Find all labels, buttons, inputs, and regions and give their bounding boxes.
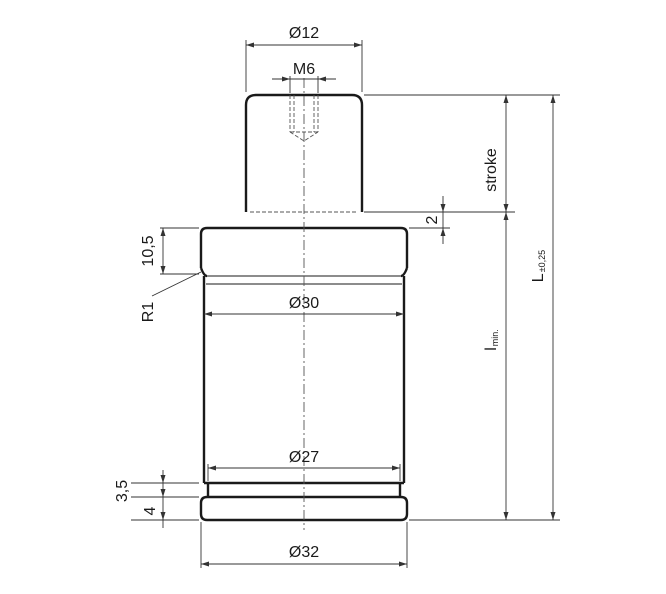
l-arrow-bottom (550, 512, 556, 520)
l-label: L±0,25 (530, 250, 547, 282)
d30-label: Ø30 (289, 295, 319, 312)
d12-arrow-right (354, 42, 362, 48)
cylinder-body (202, 276, 406, 483)
m6-arrow-left (282, 76, 290, 82)
h35-arrow-top (160, 475, 166, 483)
r1-label: R1 (140, 302, 157, 323)
h105-label: 10,5 (140, 235, 157, 266)
m6-label: M6 (293, 61, 315, 78)
h4-label: 4 (142, 506, 159, 515)
r1-groove (199, 267, 409, 278)
h35-label: 3,5 (114, 480, 131, 502)
two-label: 2 (424, 215, 441, 224)
base-flange (199, 495, 409, 522)
d32-label: Ø32 (289, 544, 319, 561)
lower-groove (206, 483, 402, 497)
l-label-main: L (530, 273, 547, 282)
piston-rod (244, 93, 364, 212)
d27-arrow-left (208, 465, 216, 471)
lmin-label: lmin. (483, 329, 500, 351)
h105-arrow-bottom (160, 266, 166, 274)
lmin-label-sub: min. (490, 329, 500, 346)
lmin-arrow-bottom (503, 512, 509, 520)
two-arrow-bottom (440, 228, 446, 236)
lmin-arrow-top (503, 212, 509, 220)
two-arrow-top (440, 204, 446, 212)
d27-label: Ø27 (289, 449, 319, 466)
d30-arrow-right (396, 311, 404, 317)
r1-leader (151, 271, 202, 297)
m6-arrow-right (318, 76, 326, 82)
stroke-label: stroke (483, 148, 500, 192)
h4-arrow-bottom (160, 512, 166, 520)
h35-arrow-mid (160, 489, 166, 497)
lmin-label-main: l (483, 347, 500, 351)
d12-label: Ø12 (289, 25, 319, 42)
d32-arrow-right (399, 561, 407, 567)
d12-arrow-left (246, 42, 254, 48)
l-arrow-top (550, 95, 556, 103)
d27-arrow-right (392, 465, 400, 471)
thread-hole-tip (289, 131, 319, 142)
stroke-arrow-top (503, 95, 509, 103)
stroke-arrow-bottom (503, 204, 509, 212)
d32-arrow-left (201, 561, 209, 567)
l-label-sub: ±0,25 (537, 250, 547, 272)
d30-arrow-left (204, 311, 212, 317)
h105-arrow-top (160, 228, 166, 236)
